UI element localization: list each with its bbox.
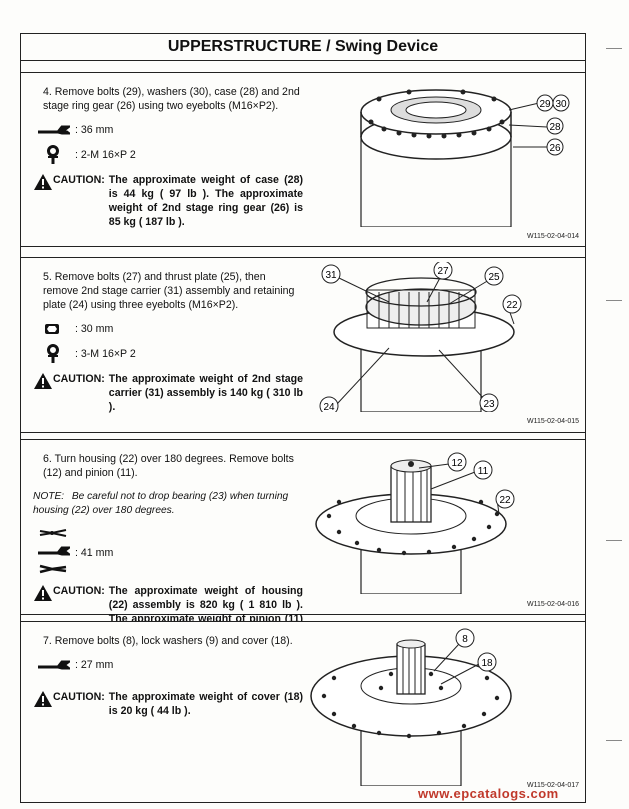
callout-12: 12 [451, 458, 463, 469]
wrench-size: : 41 mm [75, 547, 114, 559]
tool-row: : 30 mm [33, 322, 303, 336]
cover-illustration: 8 18 [310, 628, 512, 786]
step-4-text: 4. Remove bolts (29), washers (30), case… [43, 86, 300, 112]
callout-24: 24 [323, 402, 335, 412]
step-6-text: 6. Turn housing (22) over 180 degrees. R… [43, 453, 294, 479]
wrench-icon [33, 123, 73, 137]
callout-28: 28 [549, 122, 561, 133]
callout-8: 8 [462, 634, 468, 645]
warning-icon [33, 690, 53, 718]
pliers-icon [38, 528, 68, 542]
callout-31: 31 [325, 270, 337, 281]
page-title: UPPERSTRUCTURE / Swing Device [20, 33, 586, 61]
callout-22: 22 [506, 300, 518, 311]
housing-pinion-illustration: 12 11 22 [315, 452, 515, 594]
caution-label: CAUTION: [53, 585, 105, 597]
step-5-text: 5. Remove bolts (27) and thrust plate (2… [43, 271, 295, 311]
callout-11: 11 [478, 466, 489, 477]
eyebolt-size: : 3-M 16×P 2 [75, 348, 136, 360]
caution-label: CAUTION: [53, 691, 105, 703]
margin-mark [606, 300, 622, 301]
socket-size: : 30 mm [75, 323, 114, 335]
caution-text: The approximate weight of cover (18) is … [108, 691, 303, 717]
wrench-icon [33, 658, 73, 672]
socket-icon [33, 322, 73, 336]
carrier-illustration: 31 27 25 22 24 23 [319, 262, 522, 412]
callout-25: 25 [488, 272, 500, 283]
wrench-size: : 27 mm [75, 659, 114, 671]
pliers-icon [38, 564, 68, 578]
step-7-text: 7. Remove bolts (8), lock washers (9) an… [43, 635, 293, 647]
wrench-icon [36, 544, 73, 562]
caution-label: CAUTION: [53, 373, 105, 385]
figure-code: W115-02-04-016 [526, 601, 579, 608]
caution-block: CAUTION: The approximate weight of cover… [33, 690, 303, 718]
step-5-panel: 5. Remove bolts (27) and thrust plate (2… [20, 257, 586, 433]
margin-mark [606, 48, 622, 49]
figure-code: W115-02-04-014 [526, 233, 579, 240]
figure-code: W115-02-04-015 [526, 418, 579, 425]
caution-text: The approximate weight of 2nd stage carr… [108, 373, 303, 413]
tool-row: : 41 mm [33, 528, 303, 578]
note-text: Be careful not to drop bearing (23) when… [33, 491, 289, 516]
callout-27: 27 [437, 266, 449, 277]
tool-row: : 36 mm [33, 123, 303, 137]
caution-block: CAUTION: The approximate weight of 2nd s… [33, 372, 303, 414]
warning-icon [33, 372, 53, 414]
wrench-size: : 36 mm [75, 124, 114, 136]
step-4-panel: 4. Remove bolts (29), washers (30), case… [20, 72, 586, 247]
callout-30: 30 [555, 99, 567, 110]
callout-22: 22 [499, 495, 511, 506]
callout-29: 29 [539, 99, 551, 110]
callout-23: 23 [483, 399, 495, 410]
figure-code: W115-02-04-017 [526, 782, 579, 789]
eyebolt-icon [33, 344, 73, 364]
caution-text: The approximate weight of case (28) is 4… [108, 174, 303, 228]
margin-mark [606, 540, 622, 541]
tool-row: : 2-M 16×P 2 [33, 145, 303, 165]
step-7-panel: 7. Remove bolts (8), lock washers (9) an… [20, 621, 586, 803]
ring-gear-illustration: 29 30 28 26 [360, 89, 570, 227]
callout-18: 18 [481, 658, 493, 669]
tool-row: : 3-M 16×P 2 [33, 344, 303, 364]
step-6-panel: 6. Turn housing (22) over 180 degrees. R… [20, 439, 586, 639]
eyebolt-size: : 2-M 16×P 2 [75, 149, 136, 161]
callout-26: 26 [549, 143, 561, 154]
warning-icon [33, 173, 53, 229]
warning-icon [33, 584, 53, 640]
tool-row: : 27 mm [33, 658, 303, 672]
margin-mark [606, 740, 622, 741]
watermark: www.epcatalogs.com [418, 786, 559, 801]
eyebolt-icon [33, 145, 73, 165]
caution-label: CAUTION: [53, 174, 105, 186]
note-block: NOTE: Be careful not to drop bearing (23… [33, 490, 303, 518]
note-label: NOTE: [33, 491, 65, 502]
caution-block: CAUTION: The approximate weight of case … [33, 173, 303, 229]
